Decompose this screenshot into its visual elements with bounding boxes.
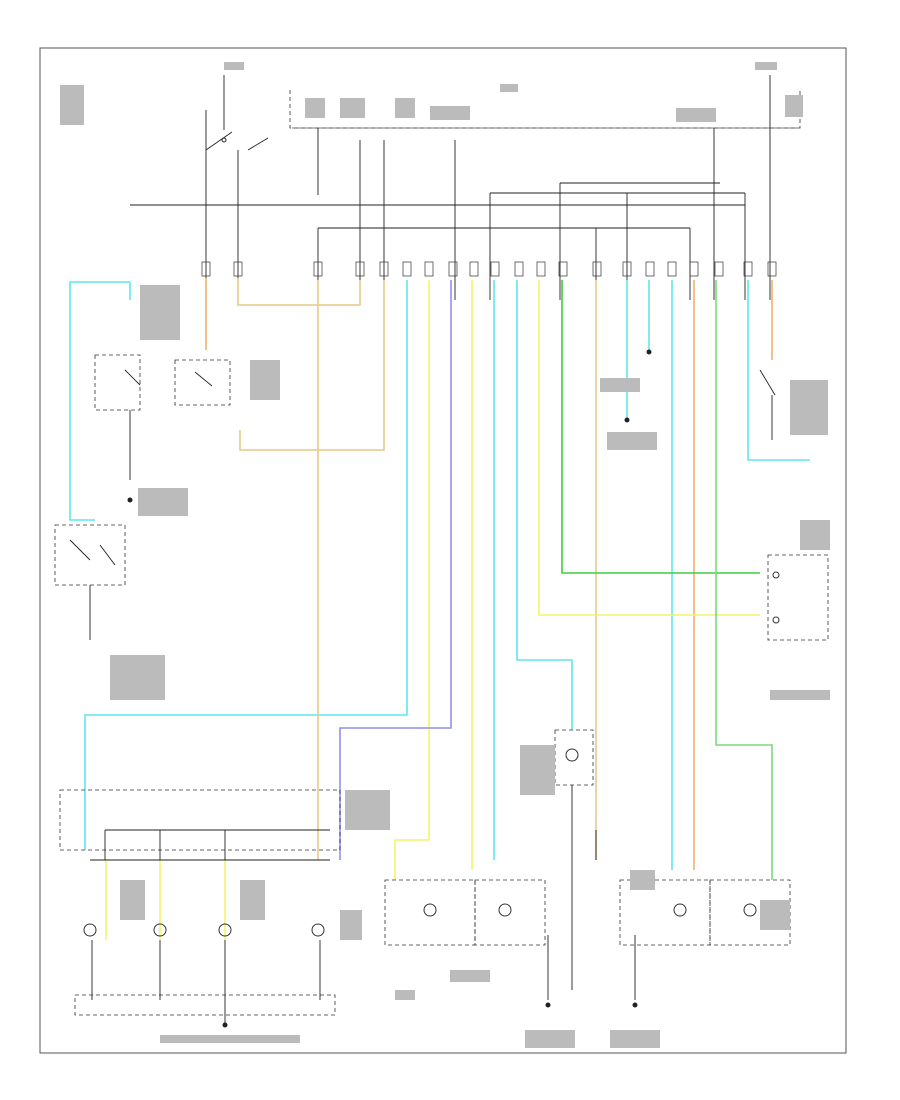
lightgreen-wire — [715, 280, 773, 880]
splice-point — [624, 417, 630, 423]
lower-left-lamp-group — [59, 789, 341, 1025]
green-wire — [561, 280, 760, 574]
connector-row — [201, 261, 777, 277]
left-switch-assembly — [54, 354, 231, 640]
right-switch-assembly — [759, 369, 776, 440]
label-marks — [60, 62, 830, 1048]
ignition-switch-symbol — [205, 75, 269, 151]
diagram-border — [39, 47, 847, 1054]
center-module — [554, 729, 597, 990]
orange-wires — [205, 278, 773, 870]
splice-point — [127, 497, 133, 503]
cyan-wires — [69, 280, 810, 870]
splice-point — [646, 349, 652, 355]
lower-right-lamp-group — [222, 879, 791, 1028]
power-bus-group — [130, 75, 771, 300]
blue-wire — [339, 280, 452, 860]
fuse-block-outline — [289, 90, 801, 129]
instrument-cluster — [767, 554, 829, 641]
yellow-wires — [105, 280, 760, 940]
